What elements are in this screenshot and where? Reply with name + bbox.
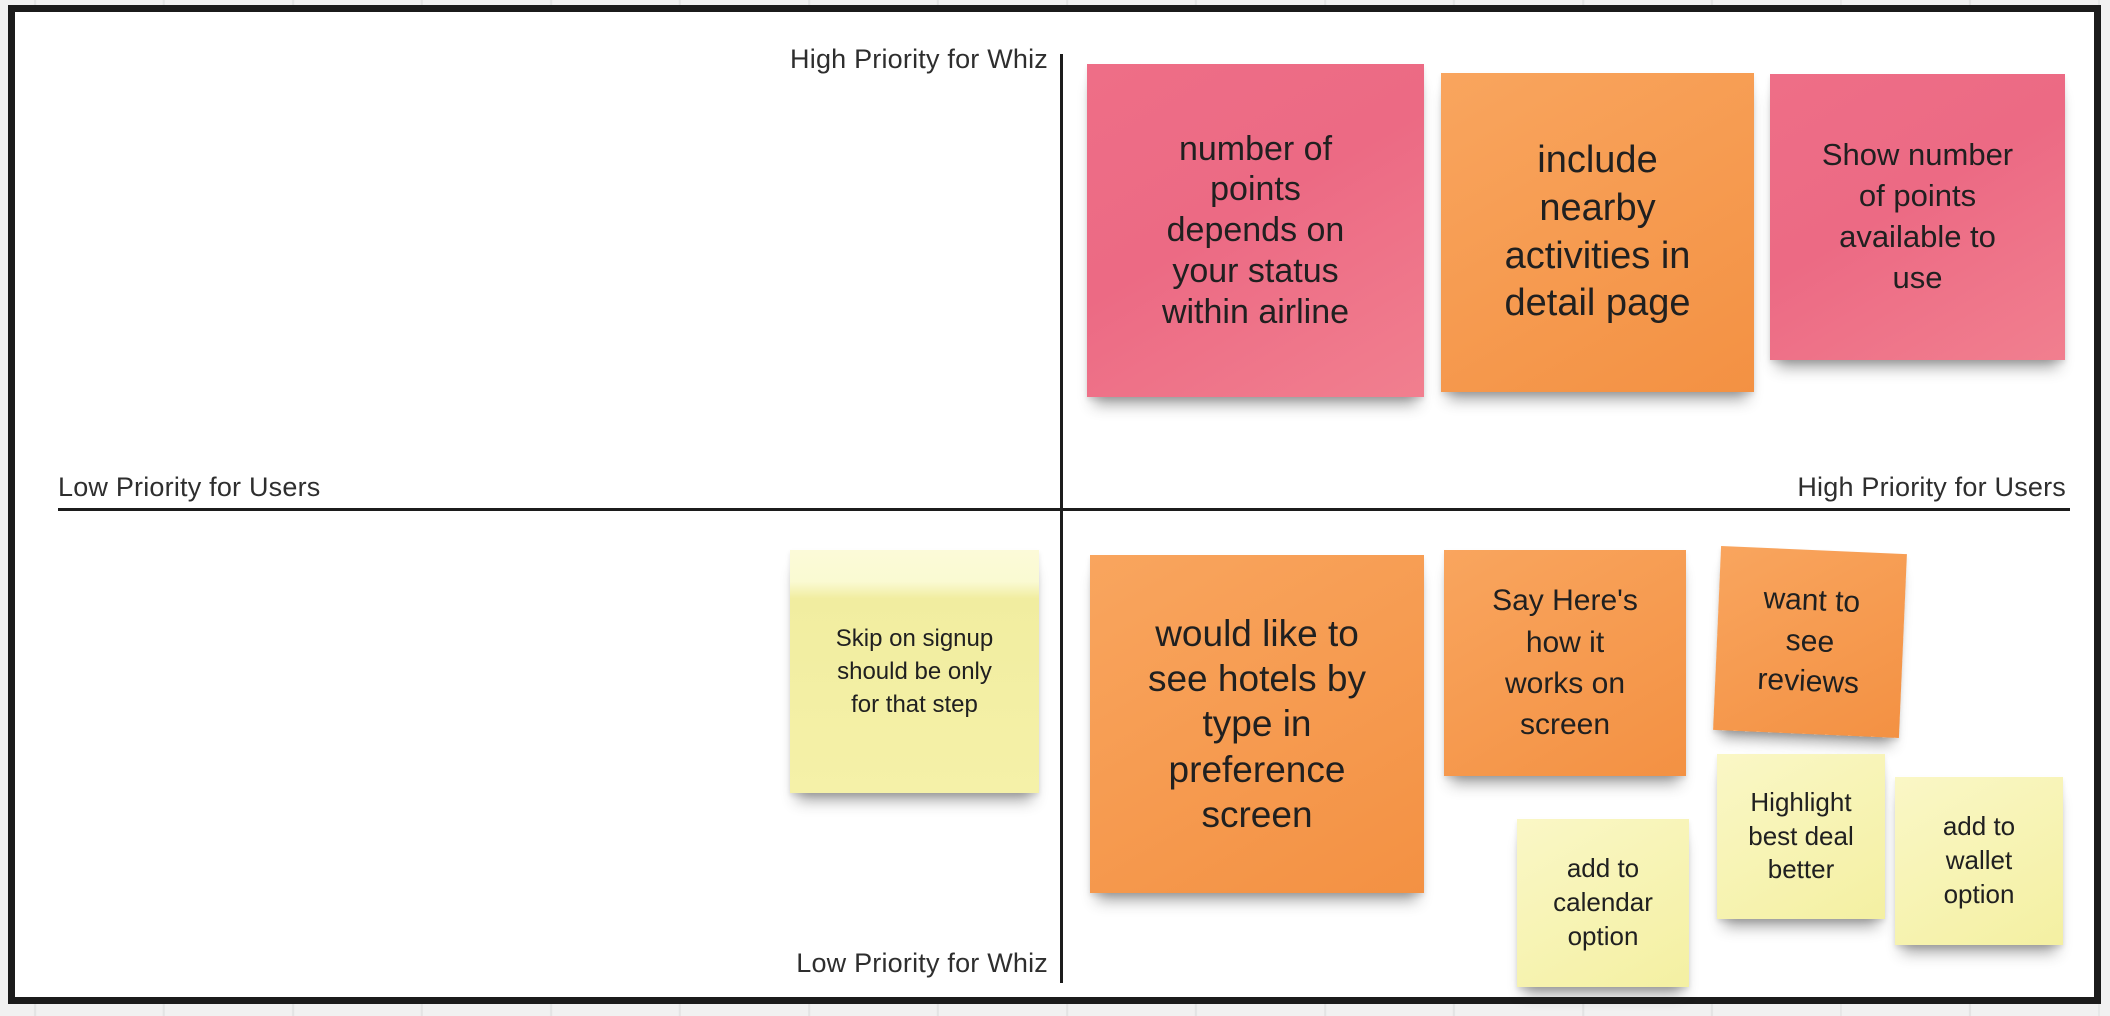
sticky-note[interactable]: add to wallet option <box>1895 777 2063 945</box>
sticky-note-text: number of points depends on your status … <box>1161 129 1350 331</box>
sticky-note[interactable]: Highlight best deal better <box>1717 754 1885 919</box>
sticky-note[interactable]: number of points depends on your status … <box>1087 64 1424 397</box>
sticky-note-text: include nearby activities in detail page <box>1504 138 1691 325</box>
horizontal-axis-line <box>58 508 2070 511</box>
sticky-note-text: add to calendar option <box>1553 853 1653 951</box>
vertical-axis-line <box>1060 54 1063 983</box>
sticky-note-text: Highlight best deal better <box>1748 786 1854 885</box>
axis-label-left: Low Priority for Users <box>58 472 321 502</box>
sticky-note[interactable]: Show number of points available to use <box>1770 74 2065 360</box>
sticky-note-text: add to wallet option <box>1942 811 2016 909</box>
sticky-note-text: would like to see hotels by type in pref… <box>1147 613 1367 835</box>
sticky-note-text: Skip on signup should be only for that s… <box>835 624 994 719</box>
sticky-note[interactable]: add to calendar option <box>1517 819 1689 987</box>
sticky-note[interactable]: Say Here's how it works on screen <box>1444 550 1686 776</box>
sticky-note[interactable]: include nearby activities in detail page <box>1441 73 1754 392</box>
sticky-note[interactable]: would like to see hotels by type in pref… <box>1090 555 1424 893</box>
axis-label-right: High Priority for Users <box>1797 472 2066 502</box>
axis-label-top: High Priority for Whiz <box>790 44 1048 74</box>
axis-label-bottom: Low Priority for Whiz <box>796 948 1048 978</box>
sticky-note-text: Say Here's how it works on screen <box>1492 584 1638 742</box>
sticky-note[interactable]: want to see reviews <box>1713 546 1907 738</box>
sticky-note-text: want to see reviews <box>1756 582 1861 701</box>
sticky-note-text: Show number of points available to use <box>1821 137 2014 295</box>
priority-matrix-board: High Priority for Whiz Low Priority for … <box>8 5 2101 1004</box>
sticky-note[interactable]: Skip on signup should be only for that s… <box>790 550 1039 793</box>
